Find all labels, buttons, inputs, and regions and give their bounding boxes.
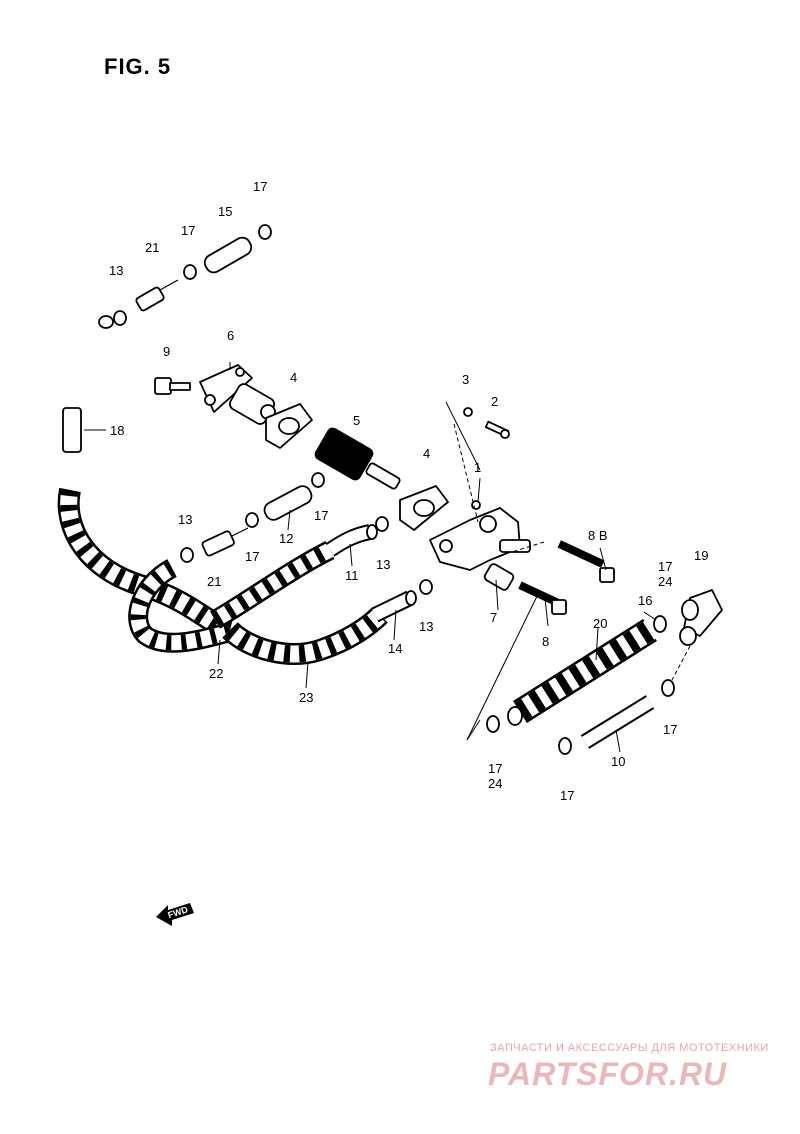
joint-19 xyxy=(679,589,723,646)
label-6: 6 xyxy=(227,328,234,343)
collar-7 xyxy=(483,563,515,591)
label-17-bottom-left: 17 xyxy=(488,761,502,776)
hose-10 xyxy=(580,695,655,749)
label-13-right: 13 xyxy=(419,619,433,634)
fwd-arrow: FWD xyxy=(156,903,194,926)
bolt-8 xyxy=(518,581,567,615)
label-4-upper: 4 xyxy=(290,370,297,385)
hose-15 xyxy=(203,236,253,274)
oil-pump-1 xyxy=(429,500,531,571)
screw-2 xyxy=(484,420,510,439)
label-12: 12 xyxy=(279,531,293,546)
label-22: 22 xyxy=(209,666,223,681)
hose-11 xyxy=(325,524,378,557)
label-9: 9 xyxy=(163,344,170,359)
fitting-21-upper xyxy=(135,279,179,312)
label-11: 11 xyxy=(345,568,359,583)
label-13-mid: 13 xyxy=(376,557,390,572)
label-17-lower: 17 xyxy=(245,549,259,564)
figure-title: FIG. 5 xyxy=(104,54,172,79)
label-10: 10 xyxy=(611,754,625,769)
label-8b: 8 B xyxy=(588,528,608,543)
label-17-upper: 17 xyxy=(181,223,195,238)
gear-5 xyxy=(314,427,401,490)
clamps-upper xyxy=(113,224,272,326)
housing-6 xyxy=(199,364,276,425)
label-1: 1 xyxy=(474,460,481,475)
label-17-right: 17 xyxy=(658,559,672,574)
label-13-lower: 13 xyxy=(178,512,192,527)
clamps-right xyxy=(486,615,675,755)
label-14: 14 xyxy=(388,641,402,656)
label-23: 23 xyxy=(299,690,313,705)
label-2: 2 xyxy=(491,394,498,409)
fitting-21-lower xyxy=(201,527,249,557)
label-3: 3 xyxy=(462,372,469,387)
leader-lines xyxy=(84,362,657,753)
label-16: 16 xyxy=(638,593,652,608)
label-18: 18 xyxy=(110,423,124,438)
label-17-top: 17 xyxy=(253,179,267,194)
label-15: 15 xyxy=(218,204,232,219)
hose-23-wrapped xyxy=(210,541,388,665)
hose-20-wrapped xyxy=(507,619,657,726)
hose-22-wrapped xyxy=(57,487,234,653)
label-21-lower: 21 xyxy=(207,574,221,589)
gasket-4-lower xyxy=(399,485,449,531)
label-24-right: 24 xyxy=(658,574,672,589)
washer-3 xyxy=(463,407,473,417)
label-17-bottom: 17 xyxy=(560,788,574,803)
watermark-caption: ЗАПЧАСТИ И АКСЕССУАРЫ ДЛЯ МОТОТЕХНИКИ xyxy=(490,1042,769,1054)
label-7: 7 xyxy=(490,610,497,625)
label-19: 19 xyxy=(694,548,708,563)
watermark-logo[interactable]: PARTSFOR.RU xyxy=(488,1056,728,1092)
label-20: 20 xyxy=(593,616,607,631)
label-21-upper: 21 xyxy=(145,240,159,255)
label-17-mid: 17 xyxy=(314,508,328,523)
label-4-lower: 4 xyxy=(423,446,430,461)
label-24-bottom-left: 24 xyxy=(488,776,502,791)
label-8: 8 xyxy=(542,634,549,649)
label-13-upper: 13 xyxy=(109,263,123,278)
clamps-lower xyxy=(180,472,433,595)
dashed-guides xyxy=(453,423,691,681)
part-labels: 17 15 21 17 13 6 9 4 3 2 18 5 4 1 17 13 … xyxy=(109,179,708,803)
gasket-4-upper xyxy=(265,403,313,449)
label-5: 5 xyxy=(353,413,360,428)
label-17-far-right: 17 xyxy=(663,722,677,737)
hose-12 xyxy=(263,485,313,521)
hose-14 xyxy=(371,590,417,623)
bolt-9 xyxy=(154,377,191,395)
hose-18 xyxy=(62,314,114,491)
bolt-8b xyxy=(557,540,615,583)
